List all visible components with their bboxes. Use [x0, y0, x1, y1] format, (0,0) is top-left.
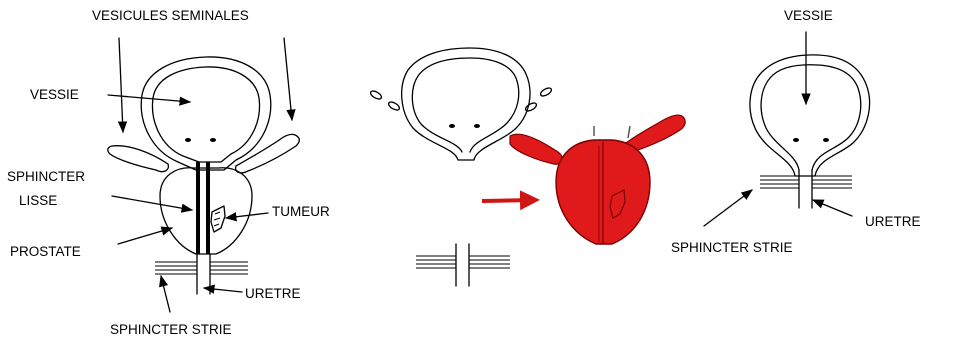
label-uretre-left: URETRE — [245, 286, 301, 301]
arrow-uretre-right — [813, 200, 852, 216]
arrow-vesicules-right — [284, 38, 292, 120]
arrow-prostate — [118, 228, 172, 244]
label-sphincter-lisse-line1: SPHINCTER — [7, 169, 85, 184]
ureteral-orifice — [793, 138, 799, 142]
detached-fragment — [387, 100, 400, 111]
arrow-sphincter-strie-left — [161, 276, 170, 312]
tumour-hatching — [214, 212, 220, 226]
seminal-vesicle-right — [236, 134, 300, 172]
bladder-reconstructed-inner — [761, 65, 861, 170]
detached-fragment — [369, 89, 382, 100]
ureteral-orifice — [185, 138, 191, 142]
ureteral-orifice — [210, 138, 216, 142]
label-vessie-left: VESSIE — [30, 87, 79, 102]
ureteral-orifice — [823, 138, 829, 142]
label-tumeur: TUMEUR — [272, 204, 330, 219]
arrow-tumeur — [226, 213, 268, 218]
label-vesicules-seminales: VESICULES SEMINALES — [92, 8, 249, 23]
label-uretre-right: URETRE — [865, 214, 921, 229]
ureteral-orifice — [474, 124, 480, 128]
label-sphincter-lisse-line2: LISSE — [19, 193, 57, 208]
anatomy-before: VESICULES SEMINALES VESSIE SPHINCTER LIS… — [7, 8, 330, 337]
arrow-sphincter-strie-right — [704, 190, 752, 226]
resection-step — [369, 48, 685, 286]
striated-sphincter-left — [155, 262, 248, 274]
label-sphincter-strie-left: SPHINCTER STRIE — [110, 322, 232, 337]
transition-arrow — [482, 200, 536, 201]
bladder-inner-wall — [152, 67, 259, 162]
smooth-sphincter-bar-left — [196, 162, 200, 254]
specimen-seminal-vesicle-left — [510, 134, 562, 164]
specimen-stub — [628, 126, 630, 138]
striated-sphincter-right — [760, 176, 852, 188]
bladder-reconstructed-outer — [750, 55, 870, 176]
label-prostate: PROSTATE — [10, 244, 81, 259]
arrow-vessie-left — [108, 95, 190, 102]
striated-sphincter-middle — [416, 256, 510, 268]
anatomy-after: VESSIE URETRE SPHINCTER STRIE — [671, 8, 921, 255]
label-vessie-right: VESSIE — [784, 8, 833, 23]
ureteral-orifice — [449, 124, 455, 128]
resected-specimen — [510, 115, 685, 244]
arrow-vesicules-left — [119, 38, 123, 132]
detached-fragment — [539, 86, 552, 97]
detached-fragment — [524, 101, 537, 112]
label-sphincter-strie-right: SPHINCTER STRIE — [671, 240, 793, 255]
smooth-sphincter-bar-right — [206, 162, 210, 254]
bladder-outer-wall — [141, 57, 271, 170]
arrow-sphincter-lisse — [112, 196, 192, 210]
